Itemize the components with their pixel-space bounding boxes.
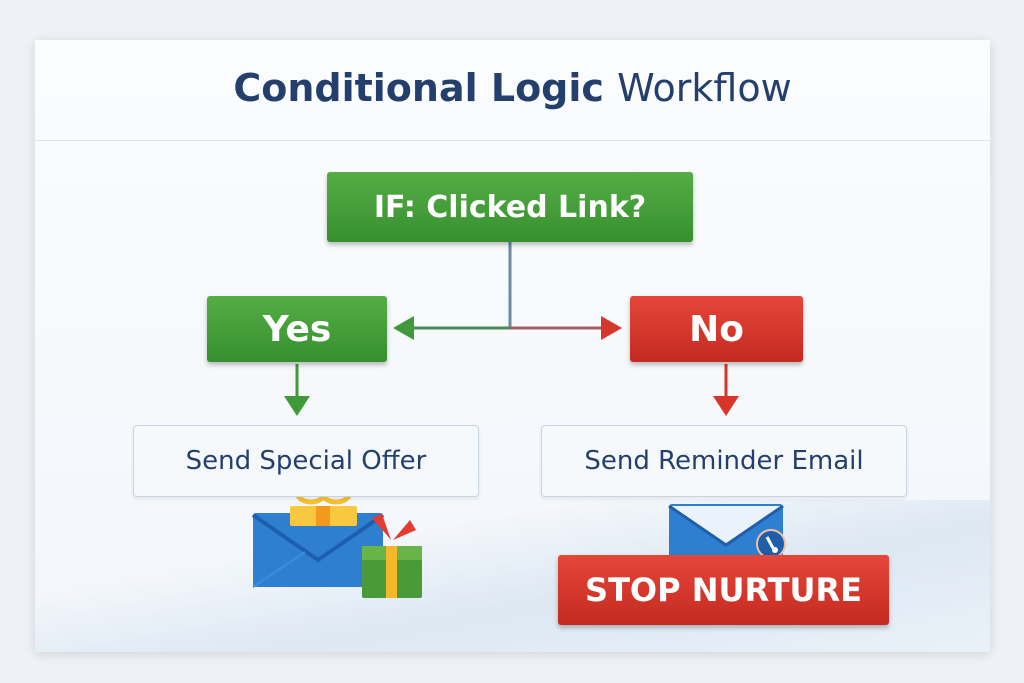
title-divider — [35, 140, 990, 141]
title-light: Workflow — [617, 66, 792, 110]
stop-nurture-label: STOP NURTURE — [585, 571, 862, 609]
envelope-unsubscribe-icon — [668, 504, 786, 564]
diagram-title: Conditional Logic Workflow — [35, 66, 990, 110]
no-down-arrow — [713, 364, 739, 416]
send-reminder-email-box: Send Reminder Email — [541, 425, 907, 497]
arrow-right-icon — [601, 316, 622, 340]
stop-nurture-box: STOP NURTURE — [558, 555, 889, 625]
title-bold: Conditional Logic — [233, 66, 604, 110]
yes-box: Yes — [207, 296, 387, 362]
condition-box: IF: Clicked Link? — [327, 172, 693, 242]
no-label: No — [689, 308, 744, 350]
send-special-offer-box: Send Special Offer — [133, 425, 479, 497]
arrow-left-icon — [393, 316, 414, 340]
yes-action-label: Send Special Offer — [185, 446, 427, 476]
yes-label: Yes — [262, 308, 332, 350]
no-box: No — [630, 296, 803, 362]
branch-connector — [393, 242, 622, 340]
condition-label: IF: Clicked Link? — [373, 189, 647, 225]
yes-down-arrow — [284, 364, 310, 416]
no-action-label: Send Reminder Email — [584, 446, 864, 476]
envelope-gift-icon — [251, 483, 422, 598]
